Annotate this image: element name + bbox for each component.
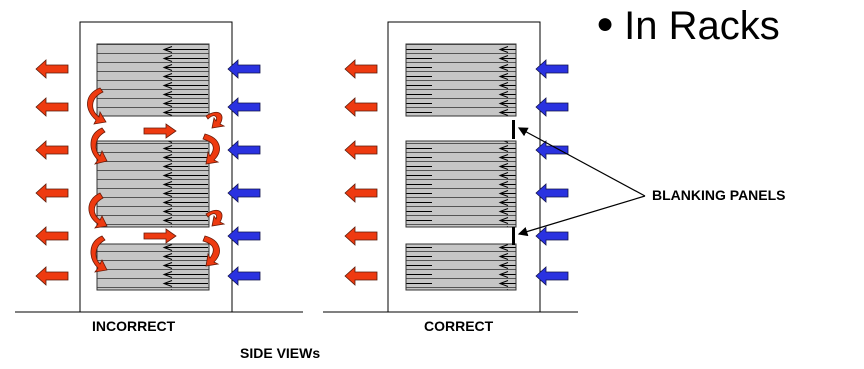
arrow-left-icon [227,140,261,160]
arrow-left-icon [227,226,261,246]
arrow-left-icon [535,97,569,117]
arrow-left-icon [344,226,378,246]
arrow-left-icon [35,140,69,160]
arrow-left-icon [535,140,569,160]
intake-arrows-correct [535,59,569,286]
curved-arrow-icon [205,111,226,129]
curved-arrow-icon [88,192,108,229]
server-group-bottom [96,243,210,291]
blanking-panel-top [512,120,515,139]
server-group-top [96,43,210,117]
arrow-left-icon [35,226,69,246]
server-group-middle [405,140,517,228]
bullet-text: In Racks [624,4,780,48]
arrow-left-icon [35,183,69,203]
curved-arrow-icon [202,235,220,267]
arrow-left-icon [344,97,378,117]
intake-arrows-incorrect [227,59,261,286]
arrow-left-icon [535,183,569,203]
label-blanking-panels: BLANKING PANELS [652,187,786,203]
bullet-heading: ● In Racks [596,4,780,49]
arrow-right-icon [143,123,177,139]
exhaust-arrows-incorrect [35,59,69,286]
arrow-left-icon [227,183,261,203]
arrow-left-icon [35,266,69,286]
curved-arrow-icon [87,87,107,125]
arrow-left-icon [535,59,569,79]
recirculation-arrows [87,87,226,273]
caption-side-views: SIDE VIEWs [240,345,321,361]
label-correct: CORRECT [424,318,494,334]
arrow-left-icon [35,59,69,79]
arrow-left-icon [535,266,569,286]
exhaust-arrows-correct [344,59,378,286]
arrow-left-icon [35,97,69,117]
arrow-left-icon [344,140,378,160]
arrow-left-icon [344,59,378,79]
label-incorrect: INCORRECT [92,318,176,334]
curved-arrow-icon [90,127,108,165]
bullet-dot-icon: ● [596,7,615,40]
server-group-top [405,43,517,117]
curved-arrow-icon [205,209,226,227]
curved-arrow-icon [90,235,108,273]
arrow-left-icon [344,183,378,203]
curved-arrow-icon [202,133,220,165]
arrow-left-icon [227,59,261,79]
server-group-middle [96,140,210,228]
blanking-panel-bottom [512,227,515,245]
callout-lines [517,127,646,237]
arrow-left-icon [227,266,261,286]
arrow-left-icon [227,97,261,117]
server-group-bottom [405,243,517,291]
arrow-right-icon [143,228,177,244]
arrow-left-icon [344,266,378,286]
arrow-left-icon [535,226,569,246]
